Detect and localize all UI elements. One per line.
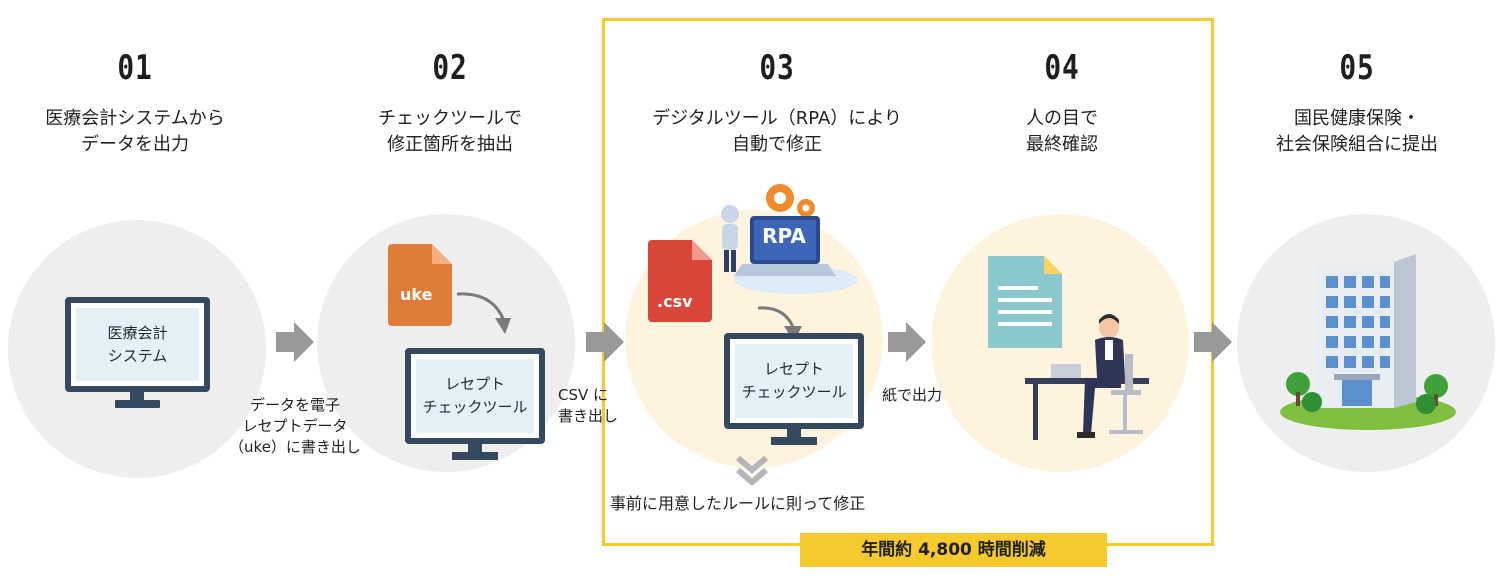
step-title-02: チェックツールで修正箇所を抽出 xyxy=(378,108,522,155)
step3-monitor-icon: レセプトチェックツール xyxy=(724,333,864,429)
note-paper-output: 紙で出力 xyxy=(881,386,942,404)
double-chevron-down-icon xyxy=(736,456,768,486)
uke-file-icon xyxy=(388,244,452,326)
step-number-04: 04 xyxy=(1044,48,1080,88)
note-export-uke: データを電子 レセプトデータ （uke）に書き出し xyxy=(229,396,361,456)
step-number-03: 03 xyxy=(759,48,795,88)
arrow-right-icon xyxy=(276,322,314,362)
step-title-01: 医療会計システムからデータを出力 xyxy=(45,108,225,155)
badge-text: 年間約 4,800 時間削減 xyxy=(861,540,1046,560)
uke-file-label: uke xyxy=(400,285,433,304)
arrow-right-icon xyxy=(888,322,926,362)
step-number-05: 05 xyxy=(1339,48,1375,88)
step-title-03: デジタルツール（RPA）により自動で修正 xyxy=(652,108,902,155)
document-icon xyxy=(988,256,1062,348)
curved-arrow-icon xyxy=(456,292,511,334)
step-title-05: 国民健康保険・社会保険組合に提出 xyxy=(1276,108,1438,155)
step3-monitor-neck xyxy=(787,429,801,437)
step3-monitor-base xyxy=(771,437,817,445)
rpa-robot-laptop-icon xyxy=(721,184,858,294)
step2-monitor-base xyxy=(452,452,498,460)
arrow-right-icon xyxy=(586,322,624,362)
office-building-icon xyxy=(1280,254,1456,430)
step3-monitor-screen: レセプトチェックツール xyxy=(735,344,853,418)
highlight-badge: 年間約 4,800 時間削減 xyxy=(800,533,1107,567)
step2-monitor-icon: レセプトチェックツール xyxy=(405,348,545,444)
step1-monitor-neck xyxy=(130,392,144,400)
step2-monitor-neck xyxy=(468,444,482,452)
step-number-01: 01 xyxy=(117,48,153,88)
step2-monitor-screen: レセプトチェックツール xyxy=(416,359,534,433)
step-title-04: 人の目で最終確認 xyxy=(1026,108,1098,155)
note-rule-fix: 事前に用意したルールに則って修正 xyxy=(610,494,866,513)
person-at-desk-icon xyxy=(1025,314,1149,440)
rpa-label: RPA xyxy=(762,224,806,248)
step1-monitor-screen: 医療会計システム xyxy=(76,308,199,381)
step1-monitor-base xyxy=(115,400,160,408)
csv-file-label: .csv xyxy=(657,292,693,311)
note-export-csv: CSV に 書き出し xyxy=(558,386,619,425)
step1-monitor-icon: 医療会計システム xyxy=(65,297,210,392)
arrow-right-icon xyxy=(1194,322,1232,362)
step-number-02: 02 xyxy=(432,48,468,88)
csv-file-icon xyxy=(648,240,712,322)
